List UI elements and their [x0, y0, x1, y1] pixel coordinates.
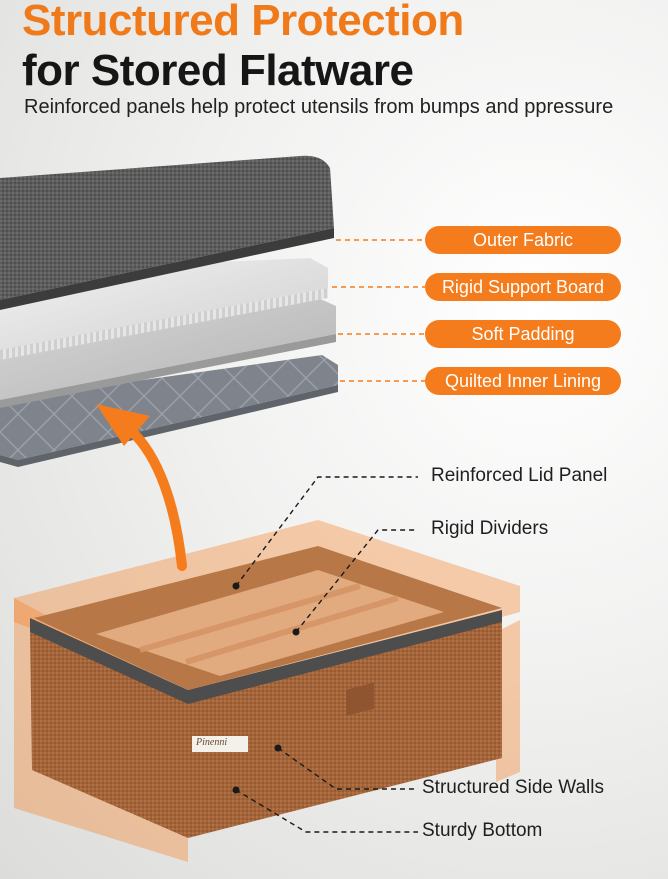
page-title-line1: Structured Protection: [22, 0, 464, 45]
label-bottom: Sturdy Bottom: [422, 820, 543, 841]
layer-label-quilted-lining: Quilted Inner Lining: [425, 367, 621, 395]
box-leader-lines: [235, 476, 418, 833]
label-lid-panel: Reinforced Lid Panel: [431, 465, 608, 486]
storage-box: [14, 520, 520, 862]
curved-arrow: [96, 404, 187, 571]
page-subtitle: Reinforced panels help protect utensils …: [24, 96, 614, 118]
leader-dots: [232, 582, 300, 794]
label-dividers: Rigid Dividers: [431, 518, 549, 539]
outer-fabric-layer: [0, 155, 334, 310]
layer-label-support-board: Rigid Support Board: [425, 273, 621, 301]
quilted-lining-layer: [0, 355, 338, 467]
layer-label-soft-padding: Soft Padding: [425, 320, 621, 348]
page-title-line2: for Stored Flatware: [22, 46, 414, 95]
label-side-walls: Structured Side Walls: [422, 777, 604, 798]
layer-label-outer-fabric: Outer Fabric: [425, 226, 621, 254]
brand-tag-text: Pinenni: [196, 737, 228, 748]
layer-leader-lines: [332, 239, 425, 382]
